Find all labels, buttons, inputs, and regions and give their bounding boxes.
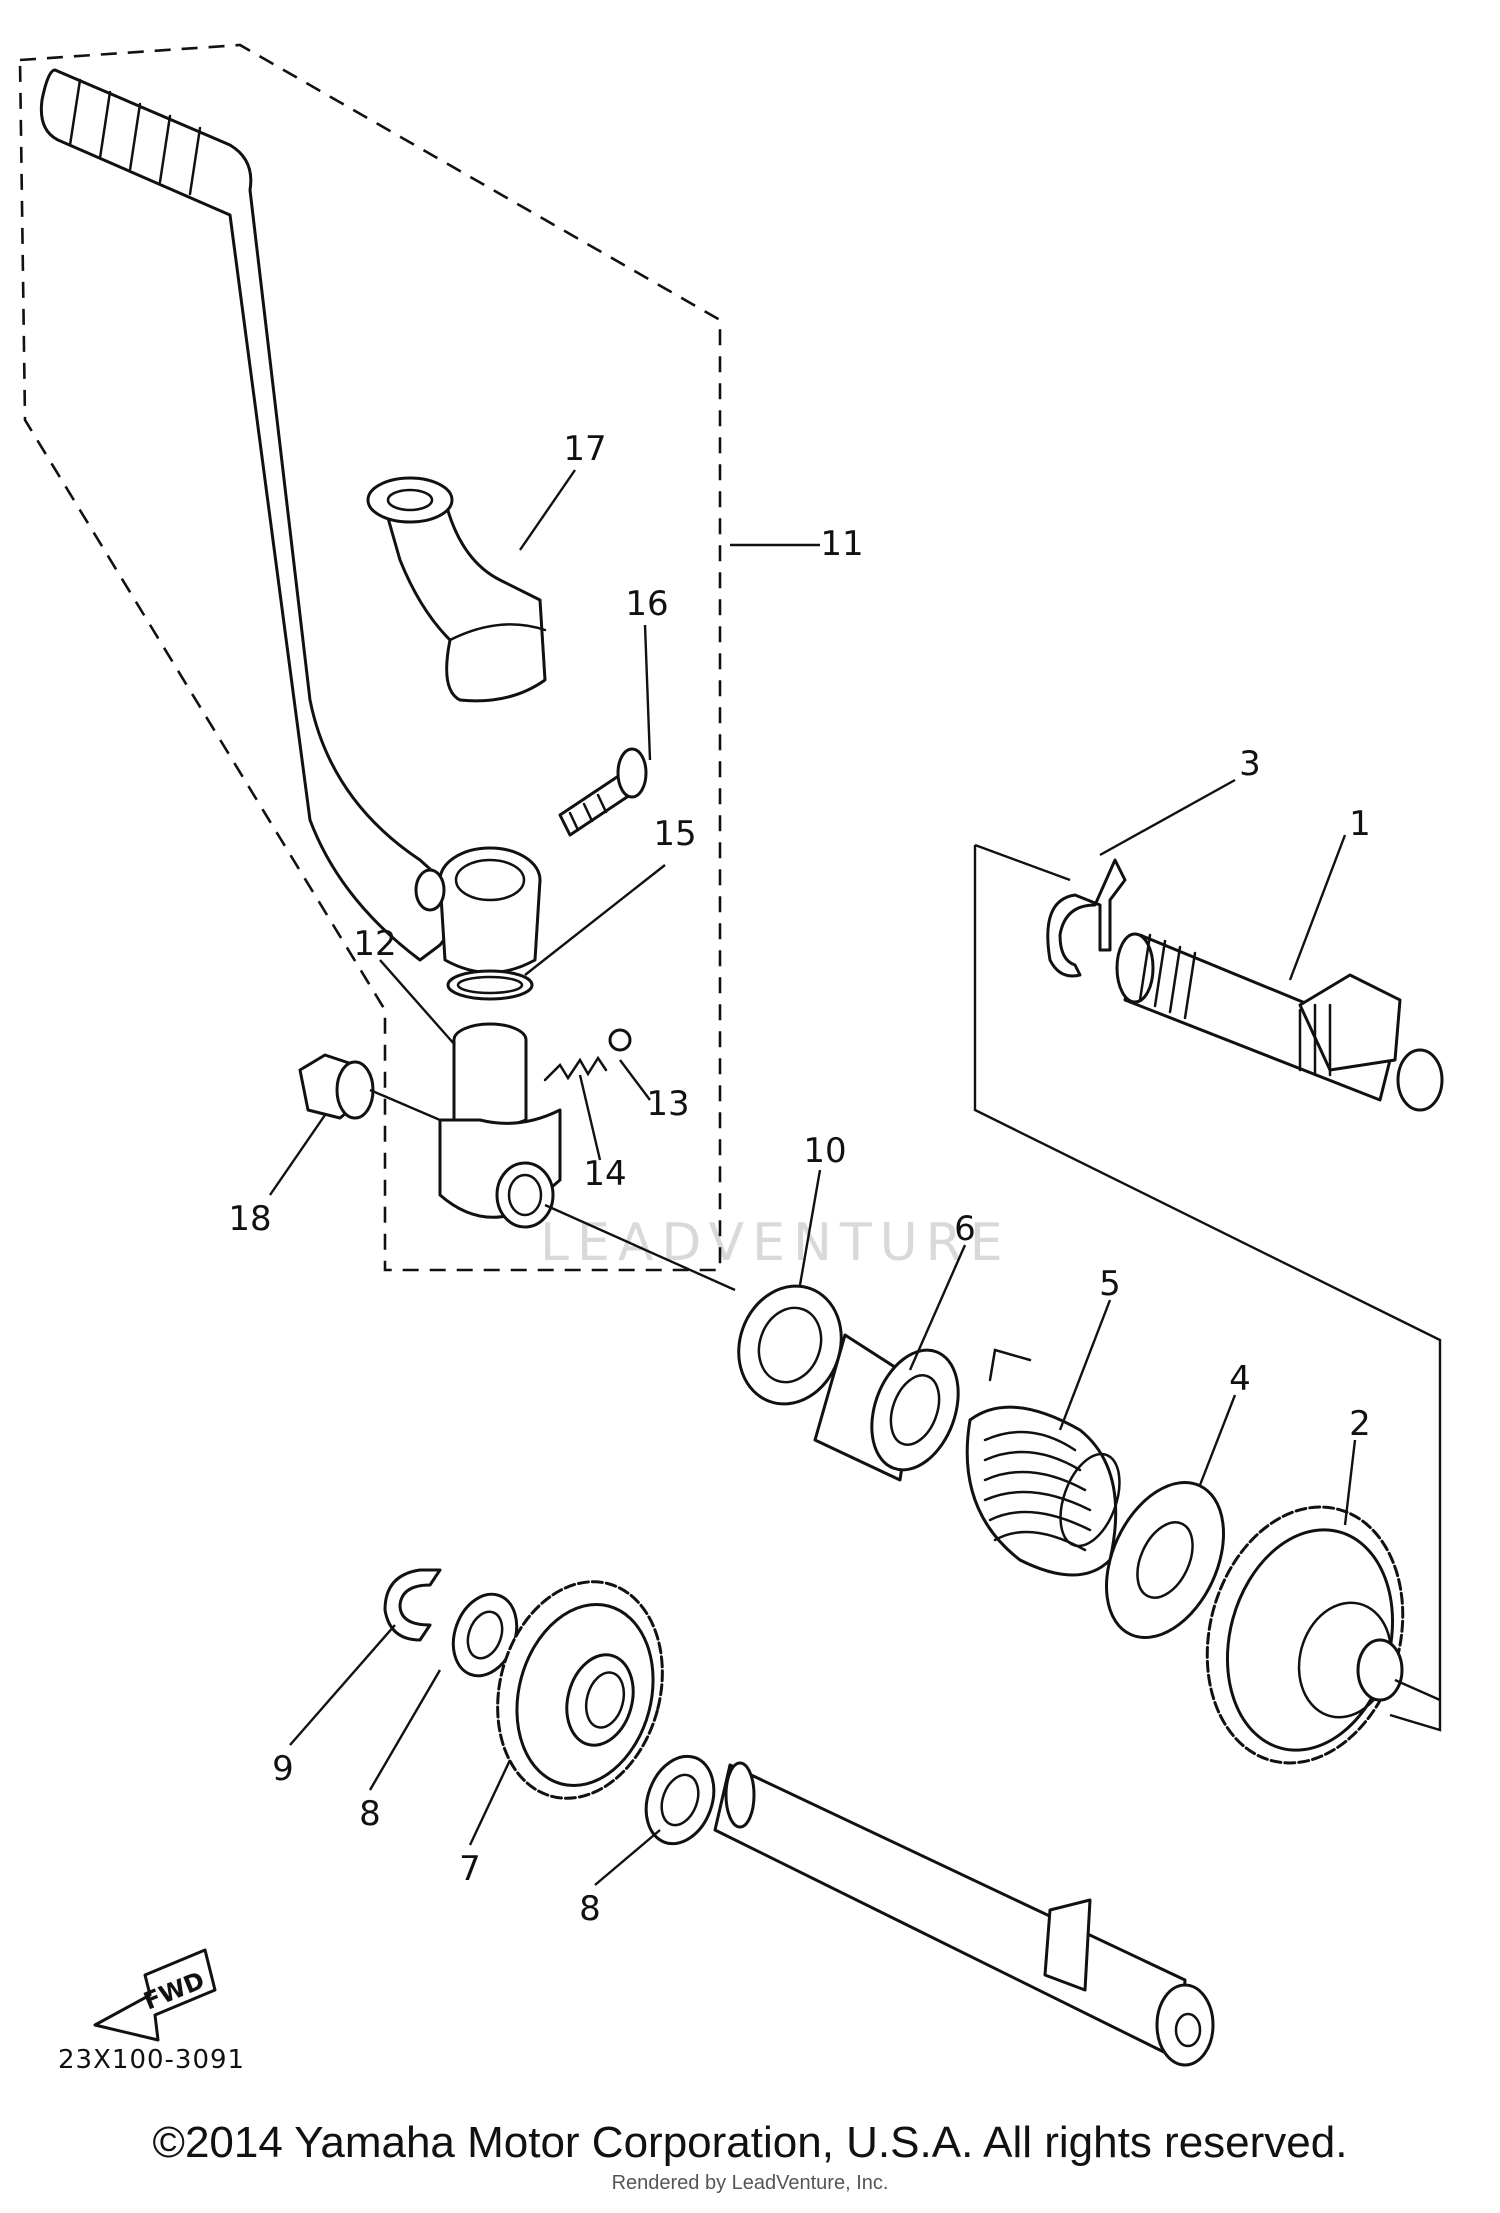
kick-gear-2: [1205, 1505, 1405, 1765]
oil-seal-10: [737, 1284, 843, 1406]
callout-7: 7: [459, 1849, 481, 1889]
pedal-17: [366, 476, 547, 703]
copyright-notice: ©2014 Yamaha Motor Corporation, U.S.A. A…: [152, 2118, 1348, 2167]
callout-8-upper: 8: [359, 1794, 381, 1834]
watermark: LEADVENTURE: [540, 1213, 1011, 1273]
kick-crank-arm: [39, 68, 542, 974]
washer-8-upper: [451, 1592, 519, 1678]
callout-8-lower: 8: [579, 1889, 601, 1929]
callout-18: 18: [228, 1199, 271, 1239]
callout-leaders: [269, 469, 1357, 1886]
assembly-11-boundary: [18, 43, 722, 1272]
callout-11: 11: [820, 524, 863, 564]
callout-5: 5: [1099, 1264, 1121, 1304]
circlip-9: [383, 1568, 442, 1642]
callout-3: 3: [1239, 744, 1261, 784]
callout-4: 4: [1229, 1359, 1251, 1399]
rendered-by-note: Rendered by LeadVenture, Inc.: [611, 2172, 889, 2194]
callout-16: 16: [625, 584, 668, 624]
boss-12: [438, 1022, 562, 1229]
callout-15: 15: [653, 814, 696, 854]
idle-shaft: [713, 1761, 1215, 2067]
clip-3: [1046, 858, 1127, 978]
spring-14: [543, 1055, 608, 1082]
torsion-spring-5: [965, 1348, 1121, 1577]
ball-13: [608, 1028, 632, 1052]
bolt-16: [558, 747, 648, 837]
callout-14: 14: [583, 1154, 626, 1194]
callout-6: 6: [954, 1209, 976, 1249]
washer-8-lower: [644, 1754, 716, 1846]
fwd-arrow-icon: FWD: [93, 1948, 217, 2042]
collar-6: [813, 1333, 960, 1482]
callout-13: 13: [646, 1084, 689, 1124]
washer-4: [1105, 1481, 1225, 1639]
callout-17: 17: [563, 429, 606, 469]
callout-12: 12: [353, 924, 396, 964]
shaft-group-frame: [973, 843, 1442, 1732]
o-ring-15: [446, 969, 534, 1001]
assembly-axis: [369, 1088, 736, 1292]
nut-18: [298, 1053, 375, 1120]
callout-10: 10: [803, 1131, 846, 1171]
callout-9: 9: [272, 1749, 294, 1789]
callout-2: 2: [1349, 1404, 1371, 1444]
callout-1: 1: [1349, 804, 1371, 844]
idle-gear-7: [496, 1580, 664, 1800]
diagram-code: 23X100-3091: [58, 2045, 245, 2075]
kick-shaft-1: [1115, 932, 1444, 1112]
idle-axis: [1394, 1678, 1441, 1702]
